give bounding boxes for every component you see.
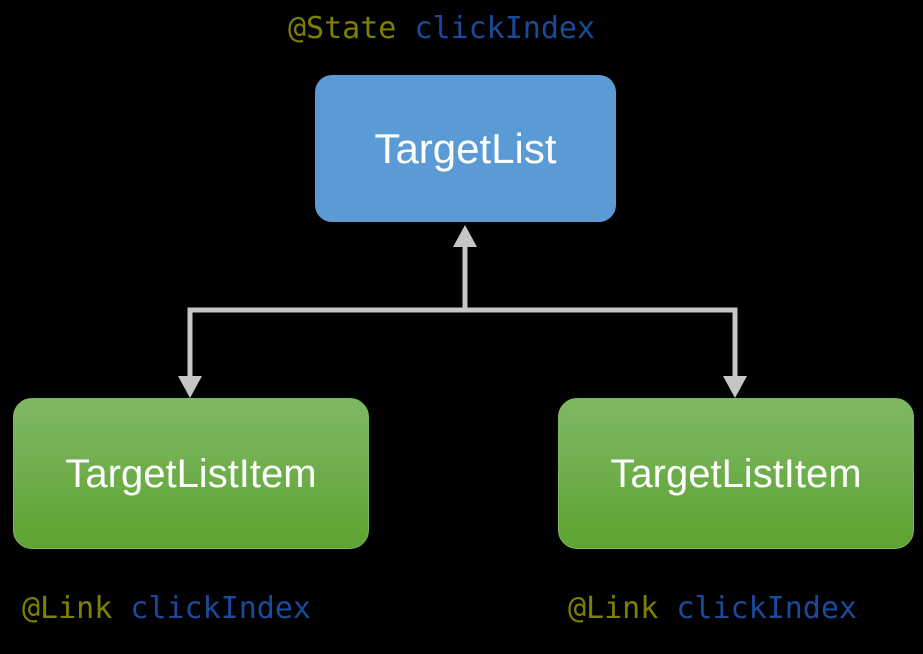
- link-right-decorator-text: @Link: [568, 591, 659, 626]
- node-target-list-item-right[interactable]: TargetListItem: [558, 398, 914, 549]
- node-target-list-item-right-label: TargetListItem: [610, 451, 862, 496]
- state-decorator-text: @State: [288, 11, 397, 46]
- horizontal-bar-line: [187, 307, 738, 313]
- node-target-list-item-left-label: TargetListItem: [65, 451, 317, 496]
- trunk-vertical-line: [462, 240, 468, 312]
- link-left-decorator-text: @Link: [22, 591, 113, 626]
- link-right-property-text: clickIndex: [676, 591, 857, 626]
- right-branch-vertical-line: [732, 307, 738, 382]
- node-target-list[interactable]: TargetList: [315, 75, 616, 222]
- state-annotation-label: @State clickIndex: [288, 14, 595, 44]
- node-target-list-item-left[interactable]: TargetListItem: [13, 398, 369, 549]
- link-annotation-left-label: @Link clickIndex: [22, 594, 311, 624]
- node-target-list-label: TargetList: [374, 124, 557, 172]
- link-left-property-text: clickIndex: [130, 591, 311, 626]
- annotation-space: [658, 591, 676, 626]
- arrowhead-down-left-icon: [178, 376, 202, 398]
- annotation-space: [112, 591, 130, 626]
- link-annotation-right-label: @Link clickIndex: [568, 594, 857, 624]
- arrowhead-down-right-icon: [723, 376, 747, 398]
- arrowhead-up-icon: [453, 225, 477, 247]
- annotation-space: [396, 11, 414, 46]
- left-branch-vertical-line: [187, 307, 193, 382]
- state-property-text: clickIndex: [414, 11, 596, 46]
